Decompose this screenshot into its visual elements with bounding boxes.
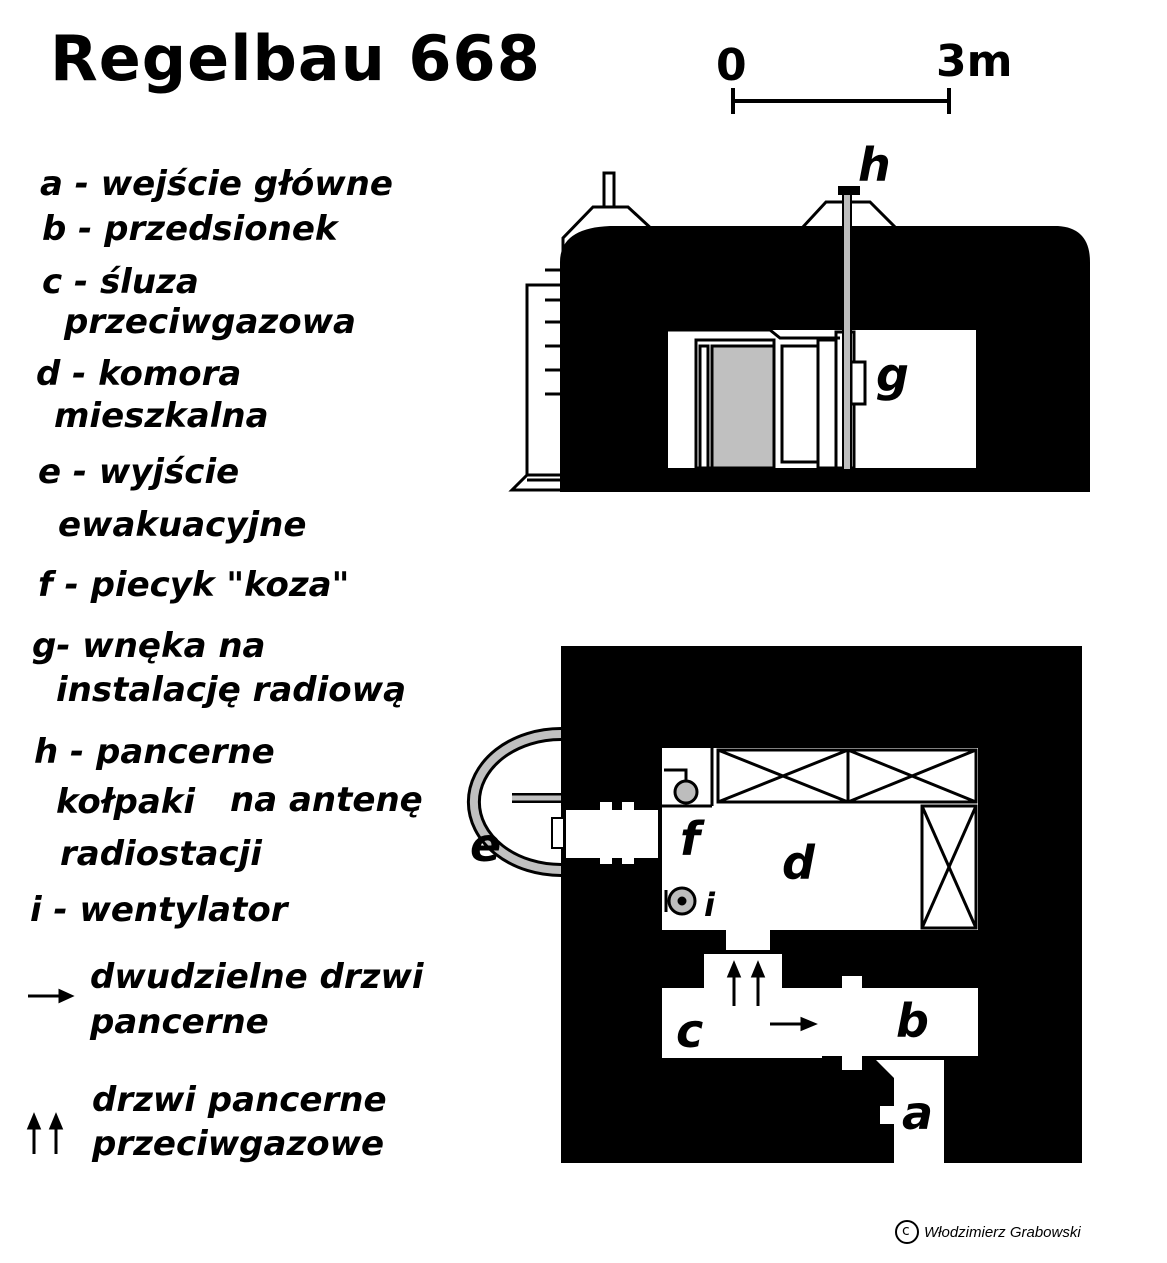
legend-h-line2: kołpaki bbox=[56, 782, 196, 822]
label-h: h bbox=[858, 138, 891, 192]
legend-g-line2: instalację radiową bbox=[56, 670, 407, 710]
legend-f: f - piecyk "koza" bbox=[38, 565, 350, 605]
legend-e-line2: ewakuacyjne bbox=[58, 505, 307, 545]
legend-arrow-gas bbox=[26, 1112, 64, 1154]
scale-start-label: 0 bbox=[716, 40, 747, 91]
legend-b: b - przedsionek bbox=[42, 209, 338, 249]
legend-c-line2: przeciwgazowa bbox=[64, 302, 356, 342]
door-arrows-plan bbox=[726, 960, 818, 1032]
ventilator-icon bbox=[664, 886, 697, 916]
scale-end-label: 3m bbox=[936, 36, 1013, 87]
copyright-author: Włodzimierz Grabowski bbox=[924, 1224, 1081, 1241]
plan-view bbox=[466, 646, 1082, 1163]
legend-gasdoor-line2: przeciwgazowe bbox=[92, 1124, 385, 1164]
legend-gasdoor-line1: drzwi pancerne bbox=[92, 1080, 387, 1120]
legend-door-line1: dwudzielne drzwi bbox=[90, 957, 424, 997]
legend-h-line3: na antenę bbox=[230, 780, 423, 820]
copyright-symbol bbox=[895, 1220, 919, 1244]
page-title: Regelbau 668 bbox=[50, 22, 541, 95]
section-view bbox=[508, 171, 1090, 492]
label-c: c bbox=[676, 1004, 704, 1058]
legend-i: i - wentylator bbox=[30, 890, 288, 930]
legend-h-line4: radiostacji bbox=[60, 834, 262, 874]
legend-door-line2: pancerne bbox=[90, 1002, 269, 1042]
legend-d-line2: mieszkalna bbox=[54, 396, 269, 436]
stove-icon bbox=[664, 768, 699, 805]
label-d: d bbox=[782, 836, 815, 890]
scale-bar bbox=[731, 88, 951, 114]
label-f: f bbox=[680, 812, 701, 866]
label-a: a bbox=[902, 1086, 934, 1140]
label-e: e bbox=[470, 818, 502, 872]
label-b: b bbox=[896, 994, 929, 1048]
copyright-symbol-letter: c bbox=[902, 1223, 910, 1239]
legend-arrow-double bbox=[28, 988, 75, 1004]
label-g: g bbox=[876, 348, 909, 402]
legend-a: a - wejście główne bbox=[40, 164, 393, 204]
legend-g-line1: g- wnęka na bbox=[32, 626, 266, 666]
legend-h-line1: h - pancerne bbox=[34, 732, 275, 772]
label-i: i bbox=[704, 886, 715, 924]
legend-d-line1: d - komora bbox=[36, 354, 242, 394]
legend-c-line1: c - śluza bbox=[42, 262, 199, 302]
legend-e-line1: e - wyjście bbox=[38, 452, 240, 492]
